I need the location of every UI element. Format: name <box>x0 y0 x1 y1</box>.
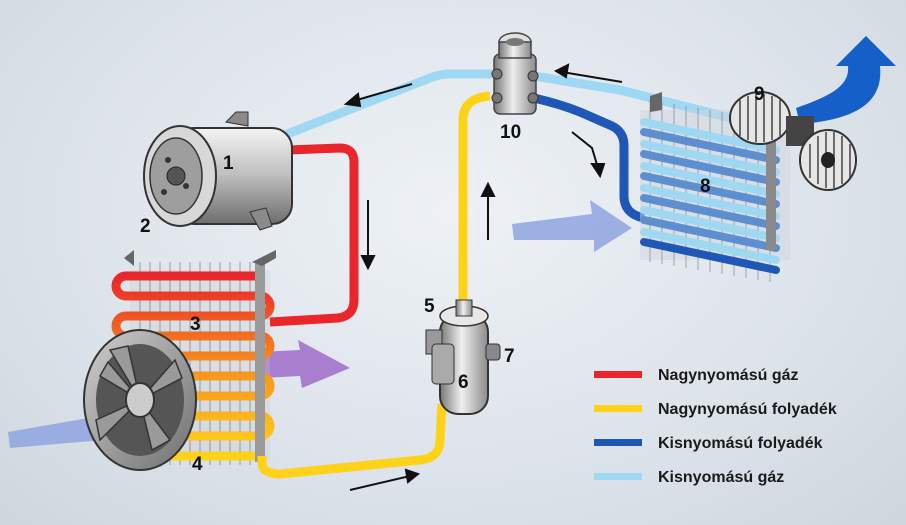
legend-label-1: Nagynyomású folyadék <box>658 401 837 418</box>
expansion-valve <box>491 32 539 115</box>
airflow-in-arrow-right <box>512 200 632 252</box>
legend-label-3: Kisnyomású gáz <box>658 469 784 486</box>
condenser-fan <box>83 329 197 471</box>
label-2: 2 <box>140 216 151 237</box>
label-6: 6 <box>458 372 469 393</box>
pipe-high-pressure-liquid-2 <box>458 91 491 300</box>
legend-swatch-0 <box>594 371 642 378</box>
label-10: 10 <box>500 122 521 143</box>
flow-arrows <box>343 63 623 491</box>
pipe-low-pressure-liquid <box>532 93 646 223</box>
legend-label-0: Nagynyomású gáz <box>658 367 798 384</box>
label-5: 5 <box>424 296 435 317</box>
label-8: 8 <box>700 176 711 197</box>
pipe-high-pressure-gas <box>269 143 359 327</box>
airflow-hot-arrow <box>258 340 350 388</box>
label-7: 7 <box>504 346 515 367</box>
legend-swatch-3 <box>594 473 642 480</box>
airflow-out-arrow <box>796 36 896 124</box>
pipe-low-pressure-gas-1 <box>270 69 492 145</box>
receiver-drier <box>425 299 501 415</box>
label-3: 3 <box>190 314 201 335</box>
label-4: 4 <box>192 454 203 475</box>
label-1: 1 <box>223 153 234 174</box>
legend: Nagynyomású gáz Nagynyomású folyadék Kis… <box>594 367 837 486</box>
blower <box>729 91 857 191</box>
legend-label-2: Kisnyomású folyadék <box>658 435 823 452</box>
evaporator <box>640 92 790 282</box>
compressor <box>143 111 293 231</box>
pipe-high-pressure-liquid-1 <box>257 403 447 479</box>
legend-swatch-1 <box>594 405 642 412</box>
legend-swatch-2 <box>594 439 642 446</box>
label-9: 9 <box>754 84 765 105</box>
